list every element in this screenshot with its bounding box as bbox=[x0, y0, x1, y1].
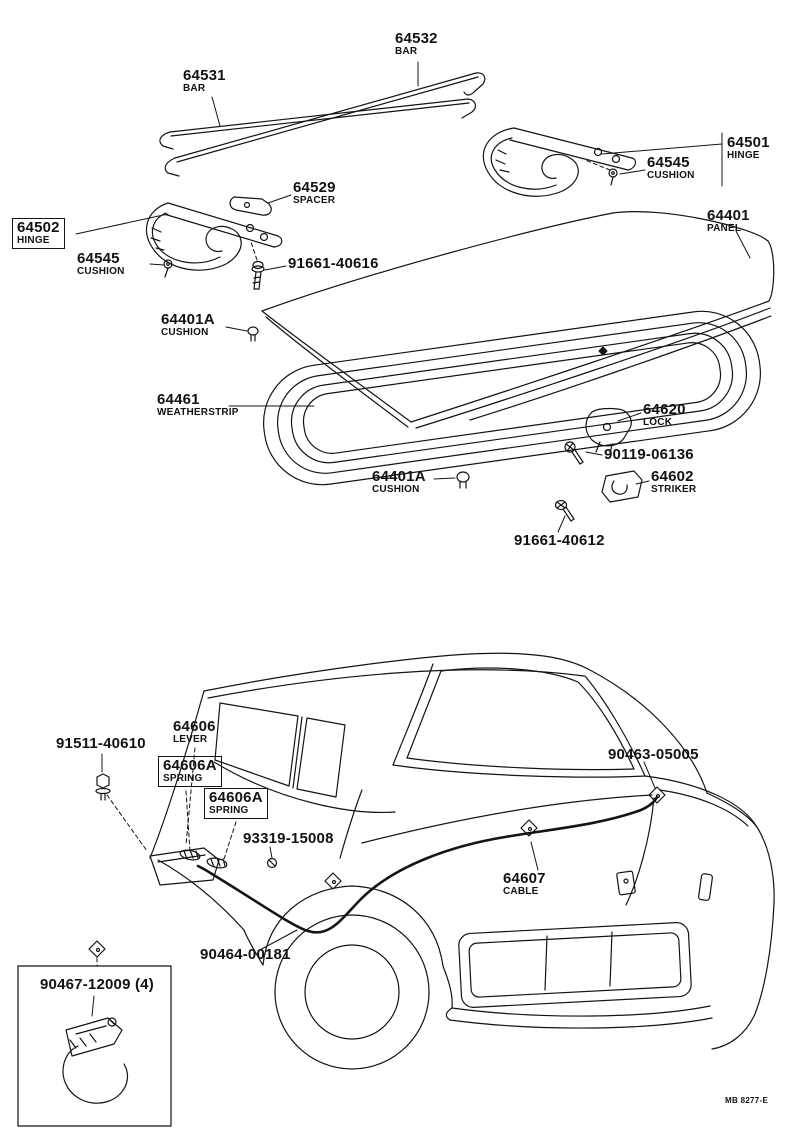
part-number: 90467-12009 (4) bbox=[40, 976, 154, 993]
callout-lock: 64620 LOCK bbox=[643, 402, 686, 428]
lever-assembly-drawing bbox=[95, 773, 278, 886]
hinge-right-drawing bbox=[482, 127, 637, 197]
part-number: 64532 bbox=[395, 30, 438, 47]
callout-lever-screw: 93319-15008 bbox=[243, 830, 334, 847]
part-name: STRIKER bbox=[651, 484, 697, 496]
callout-cushion-rh: 64545 CUSHION bbox=[647, 155, 695, 181]
callout-bar-upper: 64532 BAR bbox=[395, 31, 438, 57]
leader-lines-dashed bbox=[96, 159, 611, 967]
panel-drawing bbox=[261, 211, 775, 429]
page-code: MB 8277-E bbox=[725, 1096, 769, 1105]
part-name: HINGE bbox=[17, 235, 50, 247]
part-name: SPRING bbox=[209, 805, 249, 817]
torsion-bars-drawing bbox=[159, 72, 486, 177]
part-name: BAR bbox=[183, 83, 206, 95]
callout-striker-screw: 91661-40612 bbox=[514, 532, 605, 549]
part-number: 64602 bbox=[651, 468, 694, 485]
callout-hinge-rh: 64501 HINGE bbox=[727, 135, 770, 161]
part-name: SPACER bbox=[293, 195, 336, 207]
part-name: CUSHION bbox=[77, 266, 125, 278]
part-number: 64529 bbox=[293, 179, 336, 196]
weatherstrip-drawing bbox=[262, 310, 762, 486]
callout-cable-clamp: 90464-00181 bbox=[200, 946, 291, 963]
part-number: 64461 bbox=[157, 391, 200, 408]
part-number: 64401A bbox=[161, 311, 215, 328]
callout-panel: 64401 PANEL bbox=[707, 208, 750, 234]
callout-cushion-a1: 64401A CUSHION bbox=[161, 312, 215, 338]
leader-lines bbox=[75, 61, 751, 1017]
part-number: 91661-40616 bbox=[288, 255, 379, 272]
callout-lever: 64606 LEVER bbox=[173, 719, 216, 745]
part-number: 64545 bbox=[77, 250, 120, 267]
part-name: LOCK bbox=[643, 417, 673, 429]
part-number: 90464-00181 bbox=[200, 946, 291, 963]
part-number: 64401A bbox=[372, 468, 426, 485]
part-name: CUSHION bbox=[647, 170, 695, 182]
part-number: 64502 bbox=[17, 219, 60, 236]
callout-hinge-bolt: 91661-40616 bbox=[288, 255, 379, 272]
part-number: 64606A bbox=[209, 789, 263, 806]
callout-spacer: 64529 SPACER bbox=[293, 180, 336, 206]
part-number: 91511-40610 bbox=[56, 735, 146, 752]
part-number: 64606A bbox=[163, 757, 217, 774]
clip-detail-box-drawing bbox=[17, 965, 172, 1127]
cable-clip-markers bbox=[88, 786, 666, 958]
callout-striker: 64602 STRIKER bbox=[651, 469, 696, 495]
callout-weatherstrip: 64461 WEATHERSTRIP bbox=[157, 392, 239, 418]
callout-bar-lower: 64531 BAR bbox=[183, 68, 226, 94]
callout-lock-bolt: 90119-06136 bbox=[604, 446, 694, 463]
part-number: 64607 bbox=[503, 870, 546, 887]
callout-cushion-a2: 64401A CUSHION bbox=[372, 469, 426, 495]
callout-hinge-lh: 64502 HINGE bbox=[12, 218, 65, 250]
part-name: CUSHION bbox=[161, 327, 209, 339]
part-number: 64531 bbox=[183, 67, 226, 84]
release-cable-drawing bbox=[196, 795, 659, 934]
part-number: 64545 bbox=[647, 154, 690, 171]
callout-spring-2: 64606A SPRING bbox=[204, 788, 268, 820]
part-number: 64620 bbox=[643, 401, 686, 418]
part-number: 64606 bbox=[173, 718, 216, 735]
car-body-drawing bbox=[149, 652, 775, 1070]
part-number: 90119-06136 bbox=[604, 446, 694, 463]
part-name: HINGE bbox=[727, 150, 760, 162]
part-name: CUSHION bbox=[372, 484, 420, 496]
callout-cushion-lh: 64545 CUSHION bbox=[77, 251, 125, 277]
part-name: SPRING bbox=[163, 773, 203, 785]
callout-cable-clip: 90463-05005 bbox=[608, 746, 699, 763]
part-number: 91661-40612 bbox=[514, 532, 605, 549]
part-number: 93319-15008 bbox=[243, 830, 334, 847]
part-name: LEVER bbox=[173, 734, 208, 746]
part-name: WEATHERSTRIP bbox=[157, 407, 239, 419]
callout-clip-detail: 90467-12009 (4) bbox=[40, 976, 154, 993]
callout-lever-bolt: 91511-40610 bbox=[56, 735, 146, 752]
part-name: CABLE bbox=[503, 886, 539, 898]
part-number: 90463-05005 bbox=[608, 746, 699, 763]
part-number: 64501 bbox=[727, 134, 770, 151]
callout-cable: 64607 CABLE bbox=[503, 871, 546, 897]
part-name: BAR bbox=[395, 46, 418, 58]
part-number: 64401 bbox=[707, 207, 750, 224]
callout-spring-1: 64606A SPRING bbox=[158, 756, 222, 788]
lock-striker-drawing bbox=[247, 326, 643, 522]
hinge-left-drawing bbox=[145, 196, 283, 290]
part-name: PANEL bbox=[707, 223, 742, 235]
